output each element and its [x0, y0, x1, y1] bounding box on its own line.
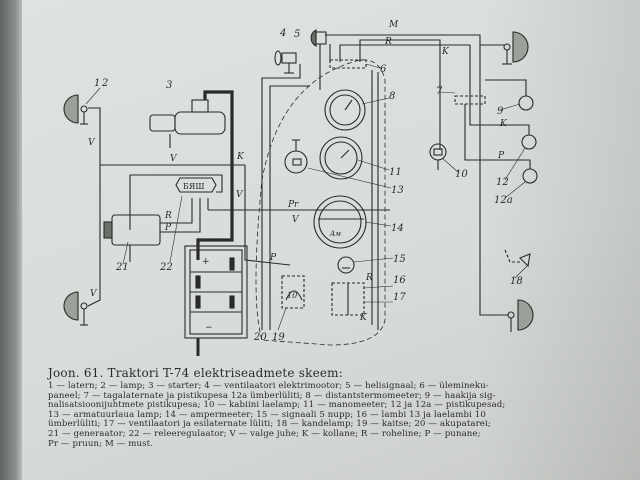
wire-label-p-right: P [497, 151, 505, 161]
socket-12-icon [521, 134, 537, 150]
wire-label-gen-r: R [164, 211, 172, 221]
label-16: 16 [393, 275, 406, 286]
label-14: 14 [391, 223, 404, 234]
battery-icon [184, 245, 248, 356]
book-page [22, 0, 640, 480]
label-9: 9 [497, 106, 504, 117]
label-7: 7 [436, 86, 443, 97]
wire-label-k-top: K [441, 47, 450, 57]
fuse-icon [281, 275, 305, 309]
trailer-socket-icon [518, 95, 534, 111]
caption-line: nalisatsioonijuhtmete pistikupesa; 10 — … [48, 400, 506, 411]
wire-label-r-dash: R [365, 273, 373, 283]
switch-block-icon [331, 282, 365, 316]
battery-plus: + [202, 257, 210, 267]
label-2: 2 [101, 78, 108, 89]
relay-regulator-icon [175, 177, 217, 193]
regulator-marking: БЯШ [183, 182, 204, 191]
wire-label-gen-p: P [164, 223, 172, 233]
caption-line: 21 — generaator; 22 — releeregulaator; V… [48, 428, 481, 439]
caption-line: 1 — latern; 2 — lamp; 3 — starter; 4 — v… [48, 381, 489, 391]
label-12: 12 [496, 177, 509, 188]
label-19: 19 [272, 332, 285, 343]
wire-label-pr: Pr [287, 200, 299, 210]
caption-line: 13 — armatuurlaua lamp; 14 — ampermeeter… [48, 409, 486, 420]
headlight-rear-left-icon [63, 291, 88, 326]
signal-button-icon [337, 256, 355, 274]
cabin-outline [255, 59, 386, 346]
label-21: 21 [115, 262, 129, 273]
ammeter-marking: Ам [329, 230, 341, 238]
horn-icon [310, 29, 327, 47]
label-6: 6 [380, 64, 387, 75]
wire-label-k-mid: K [236, 152, 245, 162]
label-4: 4 [279, 28, 286, 39]
label-8: 8 [389, 91, 395, 102]
caption-line: ümberlüliti; 17 — ventilaatori ja esilat… [48, 419, 491, 430]
cab-light-icon [429, 143, 447, 170]
headlight-rear-right-icon [507, 299, 534, 332]
label-11: 11 [389, 167, 402, 178]
socket-12a-icon [522, 168, 538, 184]
book-spine-edge [0, 0, 22, 480]
label-5: 5 [294, 29, 300, 40]
fan-motor-icon [274, 50, 297, 74]
label-15: 15 [393, 254, 406, 265]
wire-label-v-left-top: V [88, 138, 96, 148]
portable-lamp-icon [504, 249, 531, 268]
dashboard-lamp-icon [284, 139, 308, 174]
wire-label-m: M [388, 20, 399, 30]
label-10: 10 [455, 169, 468, 180]
headlight-front-right-icon [502, 31, 529, 65]
label-22: 22 [159, 262, 173, 273]
wire-label-k-dash: K [359, 313, 368, 323]
caption-line: Pr — pruun; M — must. [48, 438, 154, 449]
wire-label-v-dash: V [292, 215, 300, 225]
ammeter-icon [313, 195, 367, 249]
label-13: 13 [391, 185, 404, 196]
figure-caption: Joon. 61. Traktori T-74 elektriseadmete … [48, 366, 608, 449]
fuse-marking: 10 [287, 291, 297, 300]
thermometer-gauge-icon [324, 89, 366, 131]
label-3: 3 [166, 80, 172, 91]
caption-line: paneel; 7 — tagalaternate ja pistikupesa… [48, 390, 496, 401]
caption-title: Joon. 61. Traktori T-74 elektriseadmete … [48, 366, 343, 380]
label-12a: 12a [494, 195, 513, 206]
label-17: 17 [393, 292, 406, 303]
wire-label-v-mid: V [170, 154, 178, 164]
label-1: 1 [94, 78, 100, 89]
wire-label-v-diag: V [236, 190, 244, 200]
wire-label-v-left-bottom: V [90, 289, 98, 299]
wire-label-r-top: R [384, 37, 392, 47]
starter-icon [149, 99, 226, 148]
manometer-gauge-icon [319, 136, 363, 180]
headlight-front-left-icon [63, 94, 88, 125]
wire-label-k-right: K [499, 119, 508, 129]
wire-label-p-dash: P [269, 253, 277, 263]
label-20: 20 [253, 332, 267, 343]
battery-minus: − [205, 323, 213, 333]
transition-panel [329, 59, 367, 69]
generator-icon [103, 214, 161, 262]
label-18: 18 [510, 276, 523, 287]
